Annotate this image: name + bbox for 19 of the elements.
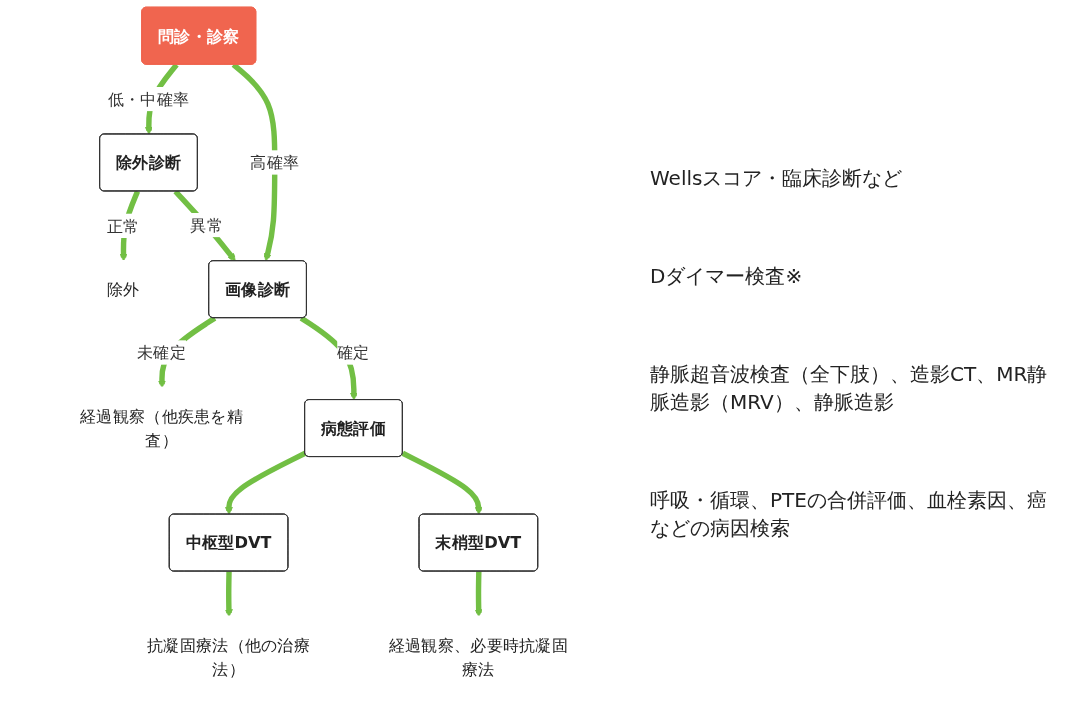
edge-label: 確定 (337, 343, 370, 362)
edge-label: 低・中確率 (107, 89, 190, 109)
note-text: 静脈超音波検査（全下肢）、造影CT、MR静脈造影（MRV）、静脈造影 (650, 360, 1049, 416)
arrow (401, 450, 483, 515)
node-text: 抗凝固療法（他の治療法） (147, 635, 311, 679)
edge-label: 正常 (106, 216, 140, 236)
node-text: 経過観察（他疾患を精査） (80, 406, 244, 450)
note-text: Dダイマー検査※ (650, 262, 804, 290)
edge-label: 高確率 (250, 152, 300, 172)
node-text: 経過観察、必要時抗凝固療法 (388, 635, 568, 679)
edge-label: 異常 (190, 215, 223, 235)
note-text: Wellsスコア・臨床診断など (650, 164, 904, 192)
note-text: 呼吸・循環、PTEの合併評価、血栓素因、癌などの病因検索 (650, 486, 1048, 542)
arrow (224, 450, 307, 515)
node-text: 除外 (106, 279, 140, 299)
arrow (173, 189, 236, 262)
edge-label: 未確定 (137, 343, 187, 362)
arrow (474, 571, 483, 618)
arrow (224, 571, 233, 618)
